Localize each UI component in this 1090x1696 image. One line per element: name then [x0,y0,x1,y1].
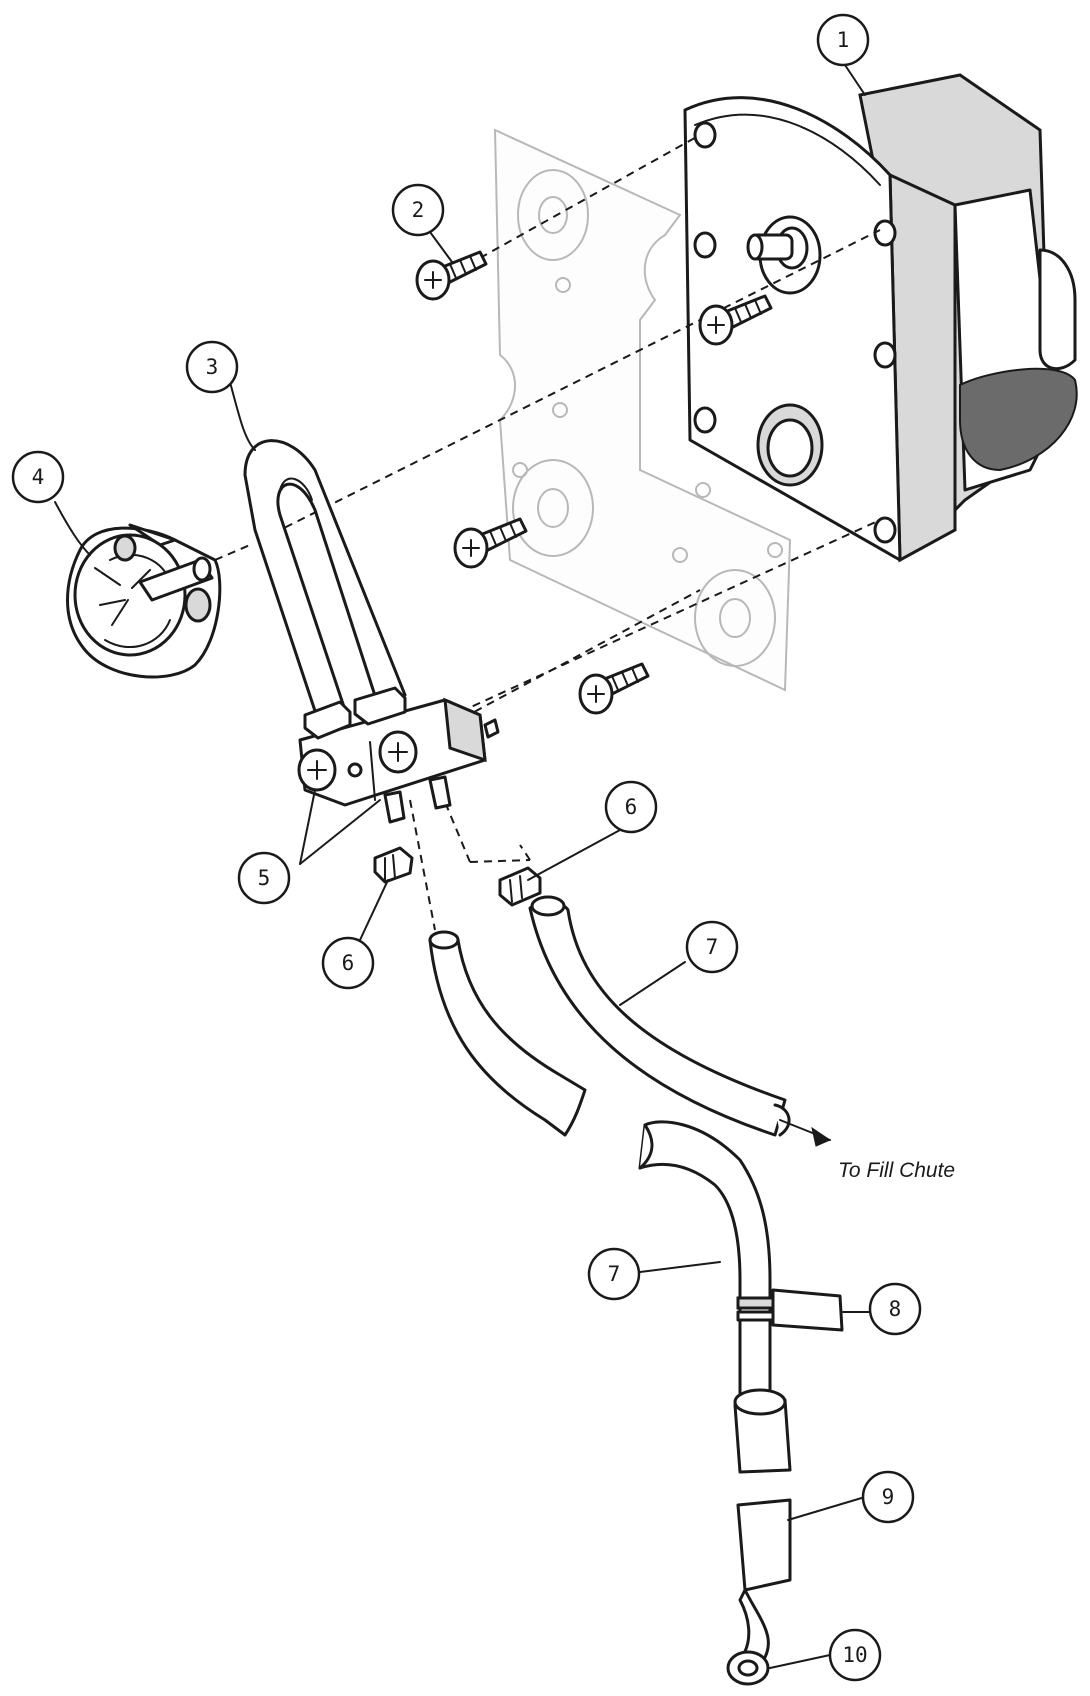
balloon-2: 2 [391,183,445,237]
motor-housing [683,73,1078,563]
tube-sleeve [733,1388,792,1667]
fill-chute-arrow [779,1119,832,1147]
balloon-8: 8 [868,1282,922,1336]
balloon-9-label: 9 [882,1485,895,1509]
balloon-4: 4 [11,450,65,504]
tube-nut-left [373,846,414,884]
tube-manifold [297,686,500,824]
balloon-7-lower: 7 [587,1247,641,1301]
balloon-6-right: 6 [604,780,658,834]
screw-2-middle [453,517,528,569]
screw-2-plate [698,294,773,346]
leader-lines [54,64,871,1669]
rotor [66,523,222,679]
end-fitting [726,1650,770,1686]
pump-tube-loop [243,439,407,722]
screw-2-bottom [578,662,650,715]
balloon-7-lower-label: 7 [608,1262,621,1286]
balloon-6-left-label: 6 [342,951,355,975]
tube-nut-right [498,866,542,907]
balloon-2-label: 2 [412,198,425,222]
balloon-10-label: 10 [842,1643,867,1667]
balloon-8-label: 8 [889,1297,902,1321]
balloon-10: 10 [828,1628,882,1682]
balloon-1: 1 [816,13,870,67]
balloon-7-upper: 7 [685,920,739,974]
balloon-1-label: 1 [837,28,850,52]
balloon-3-label: 3 [206,355,219,379]
screw-2-top [415,250,488,301]
balloon-9: 9 [861,1470,915,1524]
balloon-4-label: 4 [32,465,45,489]
balloon-6-left: 6 [321,936,375,990]
tube-upper-left [428,930,587,1137]
balloon-3: 3 [185,340,239,394]
tube-upper-right [528,895,791,1137]
assembly-lines [214,134,881,931]
balloon-7-upper-label: 7 [706,935,719,959]
balloon-5: 5 [237,851,291,905]
mounting-gasket [493,128,792,692]
fill-chute-label: To Fill Chute [838,1159,955,1182]
balloon-6-right-label: 6 [625,795,638,819]
tube-band [736,1288,844,1332]
balloon-5-label: 5 [258,866,271,890]
